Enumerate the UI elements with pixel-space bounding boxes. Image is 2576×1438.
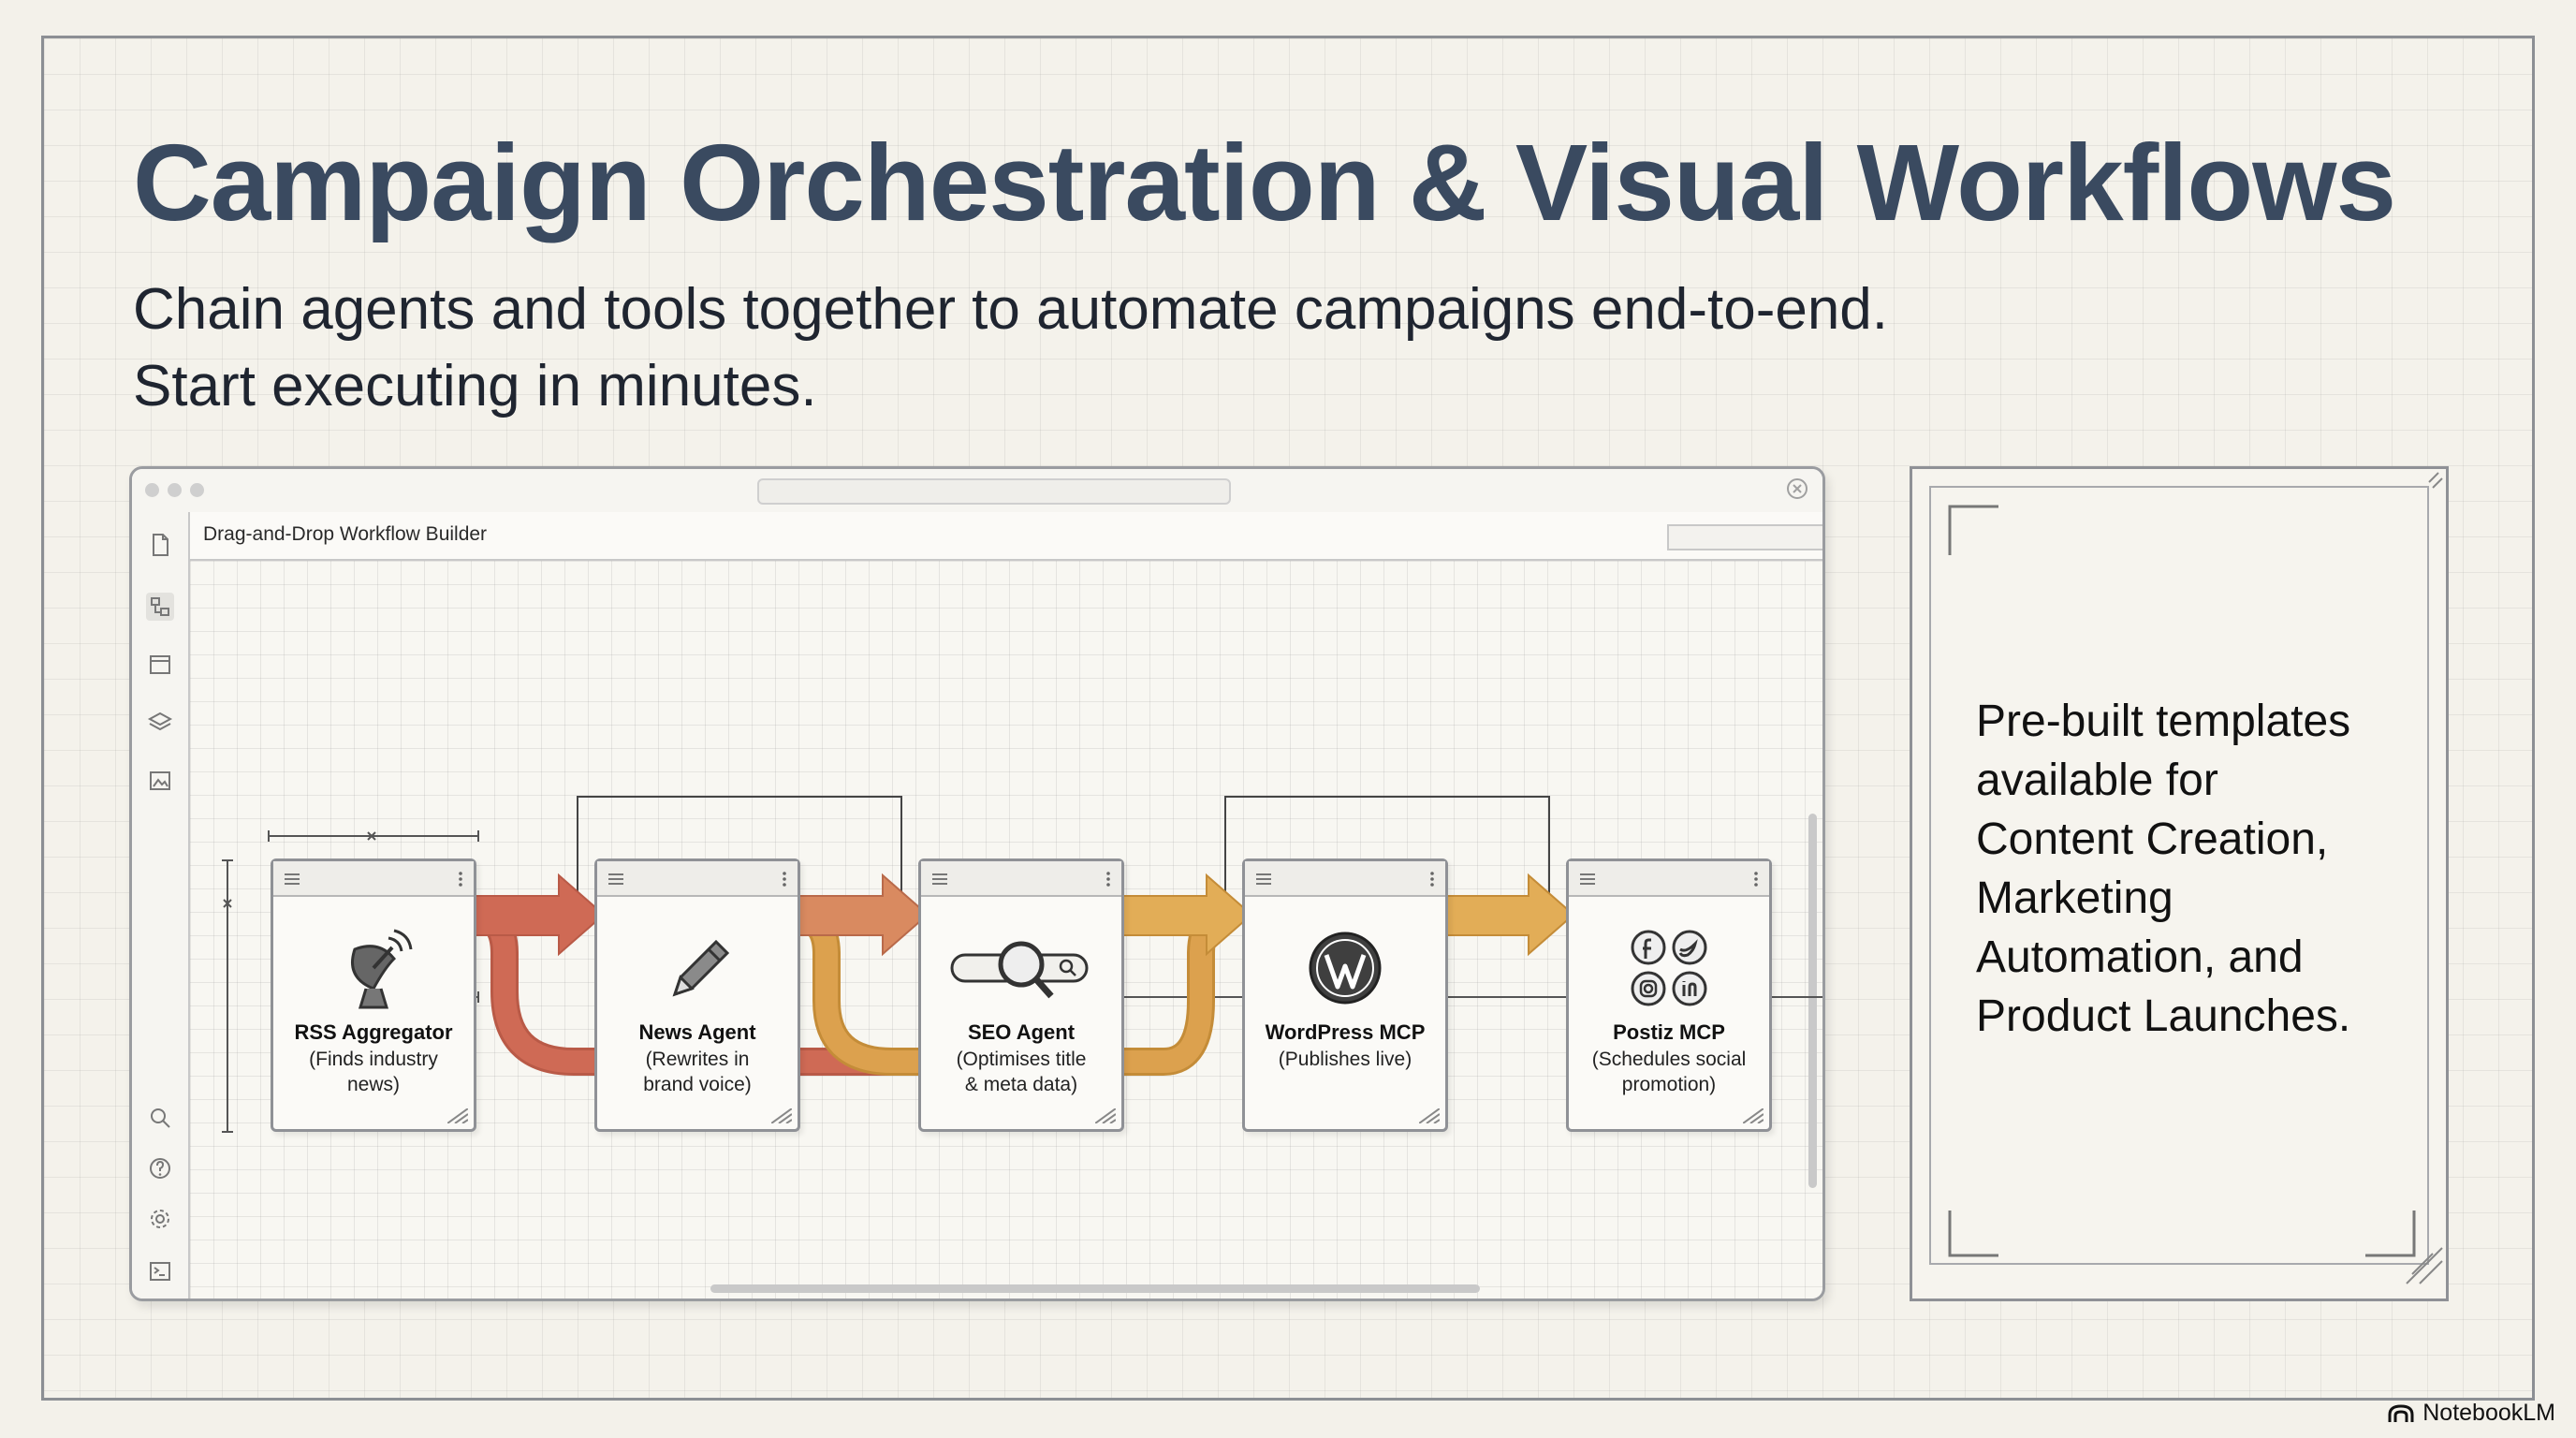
node-description: (Publishes live) <box>1252 1047 1438 1072</box>
builder-toolbar: Drag-and-Drop Workflow Builder <box>190 512 1822 561</box>
slide-subtitle: Chain agents and tools together to autom… <box>133 271 1888 425</box>
resize-handle-icon[interactable] <box>1743 1108 1764 1123</box>
templates-line-2: available for <box>1976 756 2218 805</box>
subtitle-line-1: Chain agents and tools together to autom… <box>133 277 1889 342</box>
layers-icon[interactable] <box>146 709 174 737</box>
node-seo-agent[interactable]: SEO Agent (Optimises title & meta data) <box>918 858 1124 1132</box>
window-minimize-dot[interactable] <box>168 483 182 497</box>
node-menu-icons <box>1256 872 1434 887</box>
node-description-line: (Optimises title <box>956 1049 1087 1070</box>
node-header[interactable] <box>597 861 798 897</box>
node-description-line: promotion) <box>1621 1074 1717 1095</box>
workflow-canvas[interactable]: RSS Aggregator (Finds industry news) New… <box>190 561 1822 1299</box>
node-description: (Optimises title & meta data) <box>929 1047 1114 1097</box>
node-menu-icons <box>608 872 786 887</box>
left-tool-rail <box>132 512 190 1299</box>
templates-line-6: Product Launches. <box>1976 991 2351 1041</box>
address-bar[interactable] <box>757 478 1231 505</box>
templates-line-3: Content Creation, <box>1976 814 2329 864</box>
node-description-line: (Finds industry <box>309 1049 438 1070</box>
node-description-line: & meta data) <box>964 1074 1078 1095</box>
vertical-scrollbar[interactable] <box>1808 814 1817 1188</box>
node-wordpress-mcp[interactable]: WordPress MCP (Publishes live) <box>1242 858 1448 1132</box>
node-description-line: (Rewrites in <box>645 1049 750 1070</box>
window-control-icon[interactable] <box>1785 477 1809 501</box>
node-news-agent[interactable]: News Agent (Rewrites in brand voice) <box>594 858 800 1132</box>
window-icon[interactable] <box>146 651 174 679</box>
node-title: News Agent <box>638 1020 756 1044</box>
node-description-line: (Publishes live) <box>1278 1049 1412 1070</box>
templates-description: Pre-built templates available for Conten… <box>1976 692 2416 1046</box>
magnifier-icon <box>950 941 1089 999</box>
node-description: (Finds industry news) <box>281 1047 466 1097</box>
templates-panel: Pre-built templates available for Conten… <box>1910 466 2449 1301</box>
workflow-icon[interactable] <box>146 593 174 621</box>
node-description: (Rewrites in brand voice) <box>605 1047 790 1097</box>
node-title: SEO Agent <box>967 1020 1076 1044</box>
resize-handle-icon[interactable] <box>447 1108 468 1123</box>
workflow-builder-window: Drag-and-Drop Workflow Builder <box>129 466 1825 1301</box>
settings-icon[interactable] <box>146 1205 174 1233</box>
window-titlebar <box>132 469 1822 514</box>
panel-corner-marks <box>1948 472 2443 1284</box>
slide-title: Campaign Orchestration & Visual Workflow… <box>133 122 2396 243</box>
pencil-icon <box>672 939 730 997</box>
node-postiz-mcp[interactable]: Postiz MCP (Schedules social promotion) <box>1566 858 1772 1132</box>
node-menu-icons <box>1580 872 1758 887</box>
workflow-connectors <box>222 796 1822 1133</box>
node-description-line: news) <box>346 1074 401 1095</box>
resize-handle-icon[interactable] <box>1095 1108 1116 1123</box>
node-description-line: brand voice) <box>643 1074 752 1095</box>
terminal-icon[interactable] <box>146 1257 174 1285</box>
templates-line-4: Marketing <box>1976 873 2174 923</box>
social-icons <box>1631 930 1707 1006</box>
notebooklm-brand: NotebookLM <box>2387 1400 2555 1427</box>
help-icon[interactable] <box>146 1154 174 1182</box>
node-title: Postiz MCP <box>1613 1020 1725 1044</box>
file-icon[interactable] <box>146 531 174 559</box>
node-menu-icons <box>932 872 1110 887</box>
notebooklm-logo-icon <box>2388 1403 2414 1422</box>
window-maximize-dot[interactable] <box>190 483 204 497</box>
brand-label: NotebookLM <box>2422 1400 2555 1426</box>
node-rss-aggregator[interactable]: RSS Aggregator (Finds industry news) <box>271 858 476 1132</box>
builder-title: Drag-and-Drop Workflow Builder <box>203 523 488 545</box>
node-header[interactable] <box>273 861 474 897</box>
node-menu-icons <box>285 872 462 887</box>
node-description-line: (Schedules social <box>1591 1049 1747 1070</box>
node-title: RSS Aggregator <box>294 1020 453 1044</box>
node-header[interactable] <box>1245 861 1445 897</box>
templates-panel-inner <box>1929 486 2429 1265</box>
wordpress-icon <box>1309 932 1382 1005</box>
toolbar-button-primary[interactable] <box>1667 524 1822 550</box>
window-close-dot[interactable] <box>145 483 159 497</box>
templates-line-1: Pre-built templates <box>1976 697 2351 746</box>
image-icon[interactable] <box>146 767 174 795</box>
search-icon[interactable] <box>146 1104 174 1132</box>
node-header[interactable] <box>1569 861 1769 897</box>
resize-handle-icon[interactable] <box>1419 1108 1440 1123</box>
resize-handle-icon[interactable] <box>771 1108 792 1123</box>
templates-line-5: Automation, and <box>1976 932 2304 982</box>
satellite-dish-icon <box>351 929 413 1009</box>
node-description: (Schedules social promotion) <box>1576 1047 1762 1097</box>
horizontal-scrollbar[interactable] <box>710 1284 1480 1293</box>
node-title: WordPress MCP <box>1265 1020 1426 1044</box>
node-header[interactable] <box>921 861 1121 897</box>
subtitle-line-2: Start executing in minutes. <box>133 354 817 418</box>
